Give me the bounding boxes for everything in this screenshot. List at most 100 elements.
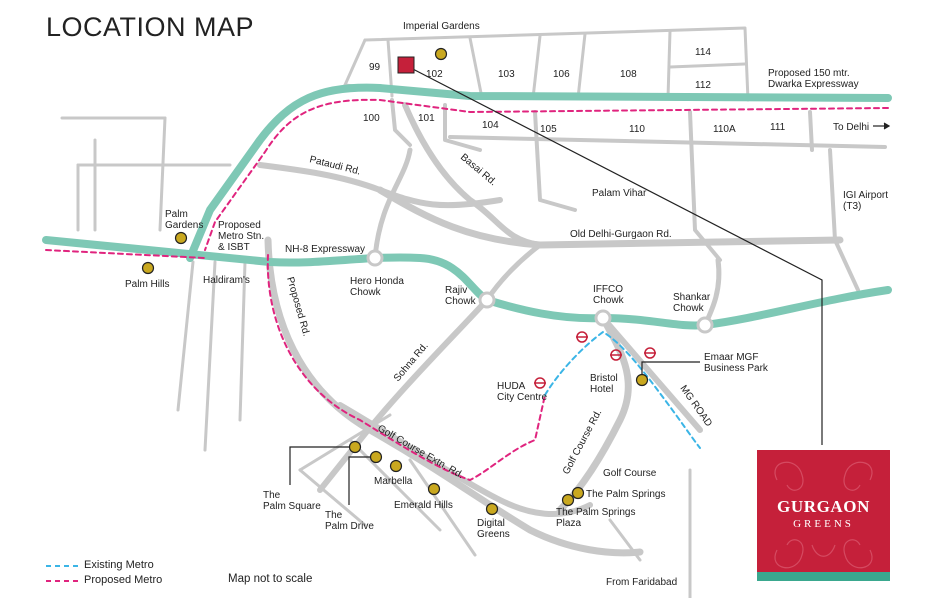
sector-road	[390, 98, 412, 147]
sector-road	[576, 32, 587, 100]
sector-103: 103	[498, 69, 515, 80]
sector-102: 102	[426, 69, 443, 80]
proposed-road-label: Proposed Rd.	[284, 276, 311, 338]
sector-numbers: 99 102 103 106 108 114 112 100 101 104 1…	[363, 47, 786, 135]
imperial-gardens-marker[interactable]	[434, 47, 448, 61]
to-delhi-arrowhead	[883, 122, 891, 130]
legend: Existing Metro Proposed Metro	[84, 558, 162, 588]
emaar-mgf-marker[interactable]	[635, 373, 649, 387]
sector-road	[531, 34, 542, 100]
sector-101: 101	[418, 113, 435, 124]
legend-proposed-metro-label: Proposed Metro	[84, 574, 163, 586]
sector-110: 110	[629, 124, 645, 135]
sector-road	[828, 148, 860, 292]
iffco-chowk-marker	[594, 309, 612, 327]
hero-honda-chowk-marker	[366, 249, 384, 267]
palm-drive-pointer-line	[348, 456, 376, 505]
lower-grid-road	[608, 518, 642, 562]
palm-springs-marker[interactable]	[571, 486, 585, 500]
logo-ornament	[774, 461, 873, 569]
logo-line1: GURGAON	[777, 497, 870, 516]
sector-road	[533, 110, 577, 212]
sector-114: 114	[695, 47, 711, 58]
rajiv-connector	[484, 242, 543, 303]
proposed-metro-line-dwarka	[204, 98, 889, 251]
sohna-road	[317, 297, 490, 493]
metro-station-icon	[534, 377, 546, 389]
gurgaon-greens-logo: GURGAON GREENS	[757, 450, 890, 581]
proposed-metro-line-south	[266, 254, 546, 482]
existing-metro-line	[544, 330, 701, 449]
logo-band	[757, 572, 890, 581]
map-title: LOCATION MAP	[46, 12, 255, 42]
digital-greens-marker[interactable]	[485, 502, 499, 516]
mg-road	[600, 315, 703, 433]
palm-square-marker[interactable]	[348, 440, 362, 454]
dwarka-expressway-label: Proposed 150 mtr.Dwarka Expressway	[768, 68, 859, 90]
sector-112: 112	[695, 80, 711, 91]
nh8-expressway	[42, 236, 892, 330]
old-delhi-gurgaon-road	[376, 186, 844, 249]
from-faridabad-label: From Faridabad	[606, 577, 677, 588]
sector-104: 104	[482, 120, 499, 131]
lower-grid-road	[408, 458, 477, 557]
sector-road	[443, 103, 482, 152]
basai-road	[402, 102, 543, 248]
palam-vihar-label: Palam Vihar	[592, 188, 647, 199]
logo-line2: GREENS	[793, 518, 854, 530]
left-grid-road	[176, 260, 195, 412]
nh8-expressway-label: NH-8 Expressway	[285, 244, 365, 255]
palm-springs-plaza-marker[interactable]	[561, 493, 575, 507]
imperial-gardens-label: Imperial Gardens	[403, 21, 480, 32]
project-pointer-line	[406, 65, 823, 445]
sector-road	[688, 110, 722, 262]
lower-grid-road	[348, 438, 442, 532]
lower-grid-road	[298, 468, 367, 527]
sector-road	[668, 62, 747, 69]
igi-airport-label: IGI Airport(T3)	[843, 190, 888, 212]
project-location-marker[interactable]	[397, 56, 415, 74]
marbella-marker[interactable]	[389, 459, 403, 473]
sector-road	[448, 135, 887, 149]
left-grid-road	[158, 116, 167, 232]
sector-road	[363, 26, 750, 102]
palm-hills-marker[interactable]	[141, 261, 155, 275]
palm-drive-marker[interactable]	[369, 450, 383, 464]
pataudi-road	[257, 162, 503, 209]
chowk-markers	[366, 249, 714, 334]
metro-lines	[45, 98, 889, 482]
palm-square-pointer-line	[289, 446, 355, 485]
sector-108: 108	[620, 69, 637, 80]
golf-course-extn-road	[337, 402, 593, 518]
lower-grid-road	[298, 413, 392, 472]
sector-road	[343, 38, 367, 87]
shankar-chowk-marker	[696, 316, 714, 334]
sector-road	[808, 110, 814, 152]
sector-100: 100	[363, 113, 380, 124]
basai-road-label: Basai Rd.	[458, 152, 498, 188]
legend-existing-metro-label: Existing Metro	[84, 559, 154, 571]
sector-105: 105	[540, 124, 557, 135]
left-grid-road	[238, 260, 247, 422]
metro-station-icon	[610, 349, 622, 361]
to-delhi-label: To Delhi	[833, 122, 869, 133]
place-markers	[141, 47, 649, 516]
metro-station-icon	[576, 331, 588, 343]
palm-gardens-marker[interactable]	[174, 231, 188, 245]
palm-hills-label: Palm Hills	[125, 279, 169, 290]
palm-springs-label: The Palm Springs	[586, 489, 665, 500]
emerald-hills-marker[interactable]	[427, 482, 441, 496]
sector-road	[666, 29, 672, 100]
proposed-metro-line-nh8	[45, 249, 206, 259]
proposed-road	[264, 236, 644, 557]
